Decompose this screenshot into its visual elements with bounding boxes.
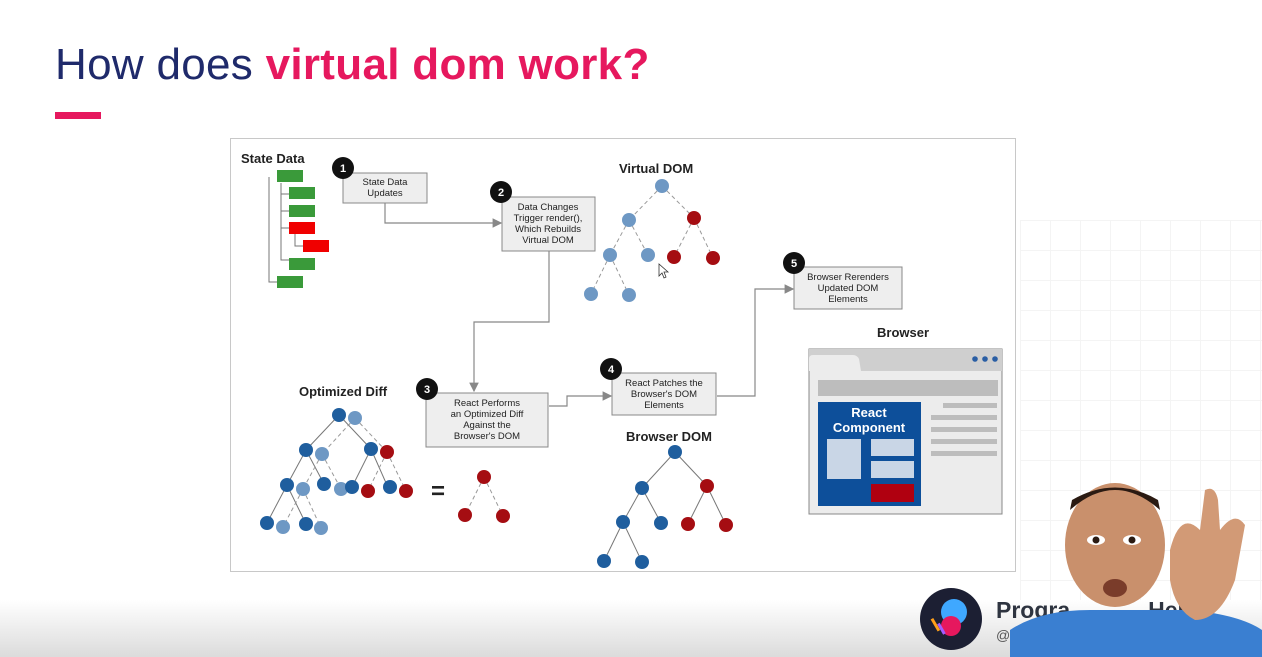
title-underline	[55, 112, 101, 119]
step-1: State Data Updates 1	[332, 157, 428, 204]
brand-logo-icon	[920, 588, 982, 650]
slide-title: How does virtual dom work?	[55, 40, 650, 90]
step-5-line: Elements	[828, 294, 868, 305]
step-2-line: Data Changes	[518, 202, 579, 213]
step-3-line: React Performs	[454, 398, 520, 409]
optimized-diff-tree	[260, 408, 413, 535]
browser-window: React Component	[808, 348, 1003, 515]
state-block-green	[289, 258, 315, 270]
step-1-number: 1	[340, 163, 346, 175]
diagram-canvas: State Data State Data Updates 1	[241, 151, 1003, 569]
step-2-line: Trigger render(),	[514, 213, 583, 224]
mouse-cursor-icon	[658, 263, 670, 279]
step-1-line: State Data	[363, 177, 409, 188]
react-component-line: React	[851, 405, 887, 420]
step-2-number: 2	[498, 187, 504, 199]
state-block-red	[289, 222, 315, 234]
step-2: Data Changes Trigger render(), Which Reb…	[490, 181, 596, 252]
step-5-line: Browser Rerenders	[807, 272, 889, 283]
title-accent: virtual dom work?	[265, 40, 650, 89]
virtual-dom-label: Virtual DOM	[619, 161, 693, 176]
state-block-green	[277, 170, 303, 182]
virtual-dom-tree	[584, 179, 720, 302]
step-5: Browser Rerenders Updated DOM Elements 5	[783, 252, 903, 310]
presenter-video	[1010, 470, 1262, 657]
step-3: React Performs an Optimized Diff Against…	[416, 378, 549, 448]
browser-label: Browser	[877, 325, 929, 340]
browser-dom-label: Browser DOM	[626, 429, 712, 444]
browser-dom-tree	[597, 445, 733, 569]
state-block-red	[303, 240, 329, 252]
flow-arrows	[384, 203, 795, 407]
state-data-label: State Data	[241, 151, 305, 166]
step-2-line: Virtual DOM	[522, 235, 574, 246]
step-4-line: Elements	[644, 400, 684, 411]
state-data-tree	[268, 177, 303, 283]
step-5-number: 5	[791, 258, 797, 270]
title-prefix: How does	[55, 40, 266, 89]
step-3-number: 3	[424, 384, 430, 396]
state-block-green	[289, 205, 315, 217]
step-4-number: 4	[608, 364, 615, 376]
step-3-line: Browser's DOM	[454, 431, 520, 442]
state-block-green	[289, 187, 315, 199]
step-3-line: an Optimized Diff	[451, 409, 524, 420]
step-4-line: Browser's DOM	[631, 389, 697, 400]
react-component-line: Component	[833, 420, 906, 435]
step-1-line: Updates	[367, 188, 403, 199]
step-4: React Patches the Browser's DOM Elements…	[600, 358, 717, 416]
diff-result-tree	[458, 470, 510, 523]
state-block-green	[277, 276, 303, 288]
step-4-line: React Patches the	[625, 378, 703, 389]
equals-sign: =	[431, 478, 445, 505]
step-3-line: Against the	[463, 420, 511, 431]
step-2-line: Which Rebuilds	[515, 224, 581, 235]
virtual-dom-diagram: State Data State Data Updates 1	[230, 138, 1016, 572]
optimized-diff-label: Optimized Diff	[299, 384, 388, 399]
step-5-line: Updated DOM	[818, 283, 879, 294]
